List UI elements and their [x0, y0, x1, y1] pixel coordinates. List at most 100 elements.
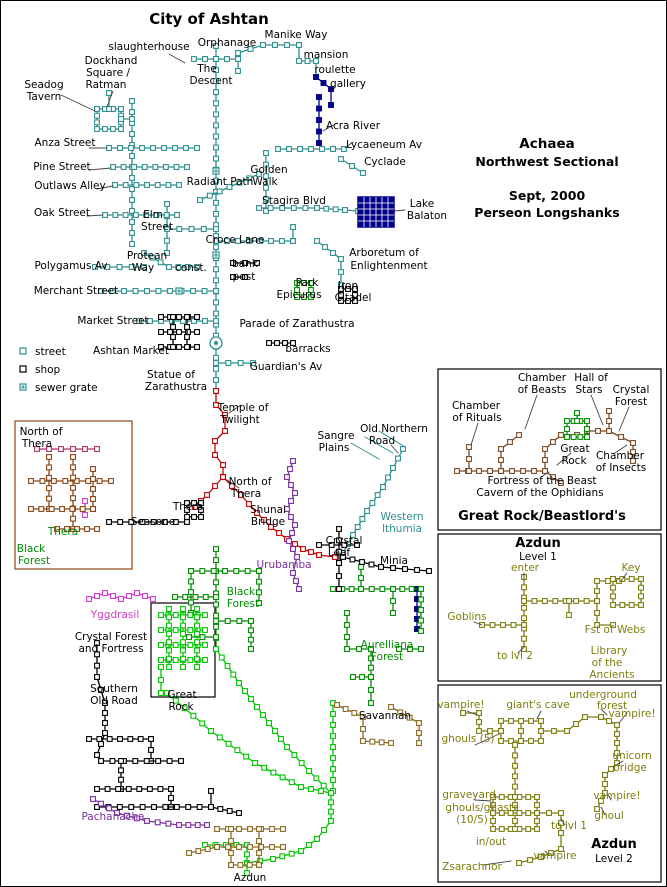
room-node	[564, 434, 570, 440]
label-temple-of: Temple of	[217, 402, 269, 414]
room-node	[292, 541, 298, 547]
label-post: post	[233, 271, 256, 283]
room-node	[368, 586, 375, 592]
room-node	[70, 474, 76, 481]
room-node	[320, 80, 327, 86]
room-node	[330, 586, 336, 592]
room-node	[354, 524, 361, 530]
room-node	[46, 474, 52, 481]
room-node	[525, 810, 532, 816]
room-node	[516, 432, 522, 438]
pointer-line	[606, 792, 612, 801]
room-node	[187, 657, 194, 663]
room-node	[79, 506, 86, 512]
label-seadog: Seadog	[24, 79, 63, 91]
room-node	[610, 602, 616, 608]
room-node	[342, 706, 349, 712]
room-node	[194, 264, 200, 270]
room-node	[304, 58, 311, 64]
room-node	[638, 576, 644, 582]
label-great: Great	[560, 443, 589, 455]
label-rock: Rock	[168, 701, 194, 713]
pointer-line	[560, 818, 566, 826]
room-node	[204, 822, 210, 828]
room-node	[338, 256, 344, 262]
room-node	[385, 474, 391, 481]
room-node	[314, 238, 320, 244]
room-node	[270, 856, 276, 862]
label-elm: Elm	[143, 209, 163, 221]
room-node	[574, 410, 580, 416]
room-node	[129, 153, 135, 159]
room-node	[296, 58, 302, 64]
map-path	[188, 846, 218, 854]
room-node	[328, 818, 334, 824]
room-node	[336, 526, 342, 532]
room-node	[368, 664, 374, 671]
room-node	[110, 126, 116, 132]
room-node	[507, 810, 514, 816]
room-node	[102, 720, 108, 726]
room-node	[165, 182, 172, 188]
room-node	[131, 164, 138, 170]
room-node	[220, 462, 226, 468]
room-node	[184, 344, 190, 350]
room-node	[198, 507, 204, 513]
room-node	[330, 722, 336, 728]
room-node	[172, 642, 179, 648]
room-node	[602, 781, 608, 787]
label-guardian-s-av: Guardian's Av	[250, 361, 323, 373]
room-node	[174, 212, 180, 218]
room-node	[247, 46, 254, 52]
room-node	[194, 822, 201, 828]
room-node	[418, 586, 424, 592]
room-node	[290, 546, 296, 552]
room-node	[213, 78, 219, 85]
room-node	[194, 655, 200, 662]
room-node	[279, 238, 285, 244]
room-node	[290, 340, 296, 346]
map-path	[96, 108, 122, 130]
pointer-line	[470, 422, 479, 446]
room-node	[228, 838, 234, 844]
room-node	[225, 740, 232, 747]
room-node	[147, 318, 153, 324]
room-node	[290, 205, 297, 211]
room-node	[114, 810, 120, 816]
room-node	[94, 651, 100, 658]
room-node	[158, 690, 164, 696]
room-node	[330, 755, 336, 761]
room-node	[197, 197, 203, 203]
label-fst-of-webs: Fst of Webs	[585, 624, 646, 636]
room-node	[242, 274, 248, 280]
room-node	[368, 700, 374, 706]
room-node	[216, 734, 223, 741]
room-node	[150, 145, 156, 151]
room-node	[94, 804, 100, 810]
room-node	[191, 514, 197, 520]
room-node	[180, 614, 186, 621]
room-node	[256, 826, 262, 832]
room-node	[558, 846, 564, 852]
room-node	[566, 598, 572, 604]
pointer-line	[600, 708, 608, 716]
room-node	[360, 714, 366, 720]
room-node	[166, 639, 172, 646]
room-node	[564, 728, 570, 734]
room-node	[112, 182, 118, 188]
room-node	[521, 604, 527, 611]
room-node	[69, 506, 76, 512]
room-node	[158, 657, 164, 663]
room-node	[520, 468, 526, 474]
room-node	[198, 514, 204, 520]
room-node	[106, 736, 113, 742]
room-node	[414, 567, 420, 573]
room-node	[176, 226, 183, 232]
room-node	[498, 794, 505, 800]
room-node	[269, 826, 275, 832]
label-seasone: Seasone	[131, 516, 176, 528]
room-node	[194, 630, 200, 637]
room-node	[345, 298, 351, 304]
room-node	[188, 589, 194, 595]
room-node	[188, 568, 194, 574]
